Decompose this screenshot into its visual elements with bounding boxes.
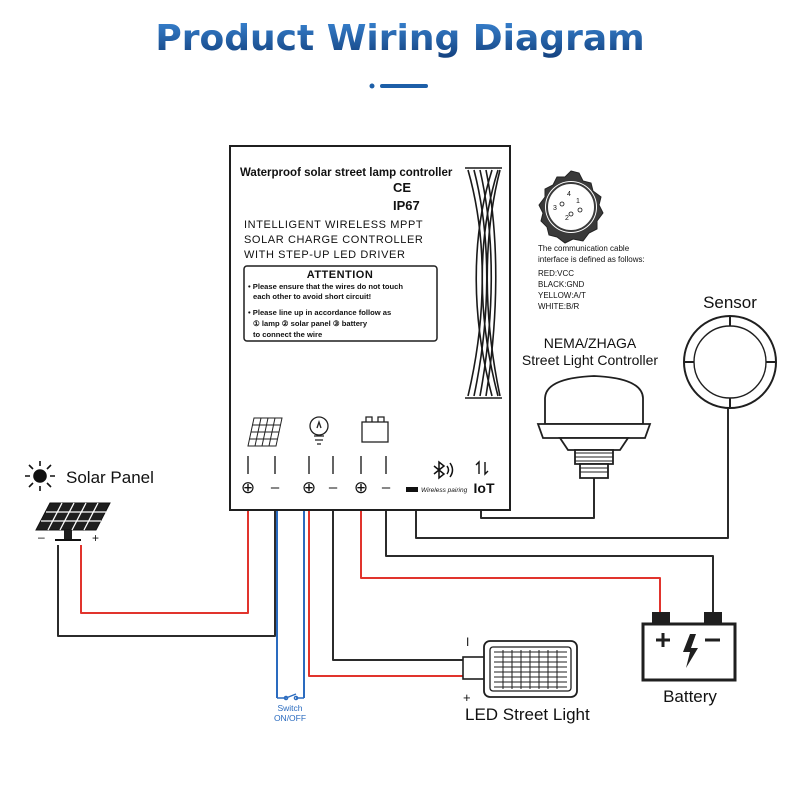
led-plus: +: [463, 690, 471, 705]
led-street-light-label: LED Street Light: [465, 705, 590, 724]
pin-1: 1: [576, 198, 580, 205]
iot-label: IoT: [474, 480, 495, 496]
attention-line-2: each other to avoid short circuit!: [253, 292, 371, 301]
cert-ip67: IP67: [393, 198, 420, 213]
controller-desc-1: INTELLIGENT WIRELESS MPPT: [244, 219, 423, 231]
cc-badge-icon: [406, 487, 418, 492]
comm-note-6: WHITE:B/R: [538, 302, 580, 311]
title-underline: [369, 83, 428, 89]
pin-3: 3: [553, 205, 557, 212]
wires: [57, 408, 729, 698]
wire-solar-positive: [80, 497, 249, 614]
pin-2: 2: [565, 215, 569, 222]
wireless-pairing-label: Wireless pairing: [421, 487, 468, 494]
battery-icon: [641, 612, 737, 682]
switch-label-2: ON/OFF: [274, 713, 306, 723]
solar-panel-minus: –: [38, 530, 45, 544]
controller-desc-3: WITH STEP-UP LED DRIVER: [244, 249, 406, 261]
lamp-positive-terminal: ⊕: [302, 478, 316, 497]
bluetooth-icon: [433, 460, 454, 480]
connector-pin-icon: 4 1 3 2: [538, 170, 604, 244]
comm-note-1: The communication cable: [538, 244, 630, 253]
switch-label-1: Switch: [277, 703, 302, 713]
nema-label-1: NEMA/ZHAGA: [544, 335, 637, 351]
attention-line-5: to connect the wire: [253, 330, 322, 339]
comm-note-4: BLACK:GND: [538, 280, 584, 289]
battery-label: Battery: [663, 687, 717, 706]
page-title: Product Wiring Diagram: [155, 18, 644, 59]
solar-negative-terminal: –: [271, 479, 280, 496]
controller-desc-2: SOLAR CHARGE CONTROLLER: [244, 234, 423, 246]
solar-panel-small-icon: [247, 417, 283, 447]
battery-positive-terminal: ⊕: [354, 478, 368, 497]
cert-ce: CE: [393, 180, 411, 195]
led-minus: I: [466, 635, 469, 649]
lamp-negative-terminal: –: [329, 479, 338, 496]
nema-controller-icon: [536, 375, 652, 479]
switch-icon: [277, 693, 304, 701]
wire-battery-negative: [385, 497, 714, 614]
comm-note-5: YELLOW:A/T: [538, 291, 586, 300]
attention-line-3: • Please line up in accordance follow as: [248, 308, 391, 317]
solar-panel-plus: +: [92, 531, 99, 545]
wire-lamp-negative: [332, 497, 470, 661]
battery-small-icon: [361, 416, 389, 443]
data-transfer-icon: [475, 460, 489, 476]
sun-icon: [25, 461, 55, 491]
heatsink-fins-graphic: [465, 167, 502, 399]
controller-heading: Waterproof solar street lamp controller: [240, 167, 453, 179]
solar-positive-terminal: ⊕: [241, 478, 255, 497]
attention-box: ATTENTION • Please ensure that the wires…: [243, 265, 438, 342]
terminal-separators: [247, 456, 387, 474]
wire-lamp-positive: [308, 497, 470, 677]
nema-label-2: Street Light Controller: [522, 352, 659, 368]
wire-battery-positive: [360, 497, 661, 614]
attention-line-4: ① lamp ② solar panel ③ battery: [253, 319, 368, 328]
lamp-bulb-icon: [309, 416, 329, 445]
wire-solar-negative: [57, 497, 276, 637]
led-street-light-icon: [462, 640, 578, 698]
sensor-icon: [683, 315, 777, 409]
comm-note-3: RED:VCC: [538, 269, 574, 278]
wire-sensor: [415, 408, 729, 539]
solar-panel-icon: [35, 502, 111, 541]
pin-4: 4: [567, 191, 571, 198]
attention-title: ATTENTION: [307, 269, 374, 281]
attention-line-1: • Please ensure that the wires do not to…: [248, 282, 403, 291]
controller-box: Waterproof solar street lamp controller …: [229, 145, 511, 511]
battery-negative-terminal: –: [382, 479, 391, 496]
comm-cable-notes: The communication cable interface is def…: [538, 244, 645, 311]
sensor-label: Sensor: [703, 293, 757, 312]
comm-note-2: interface is defined as follows:: [538, 255, 645, 264]
solar-panel-label: Solar Panel: [66, 468, 154, 487]
